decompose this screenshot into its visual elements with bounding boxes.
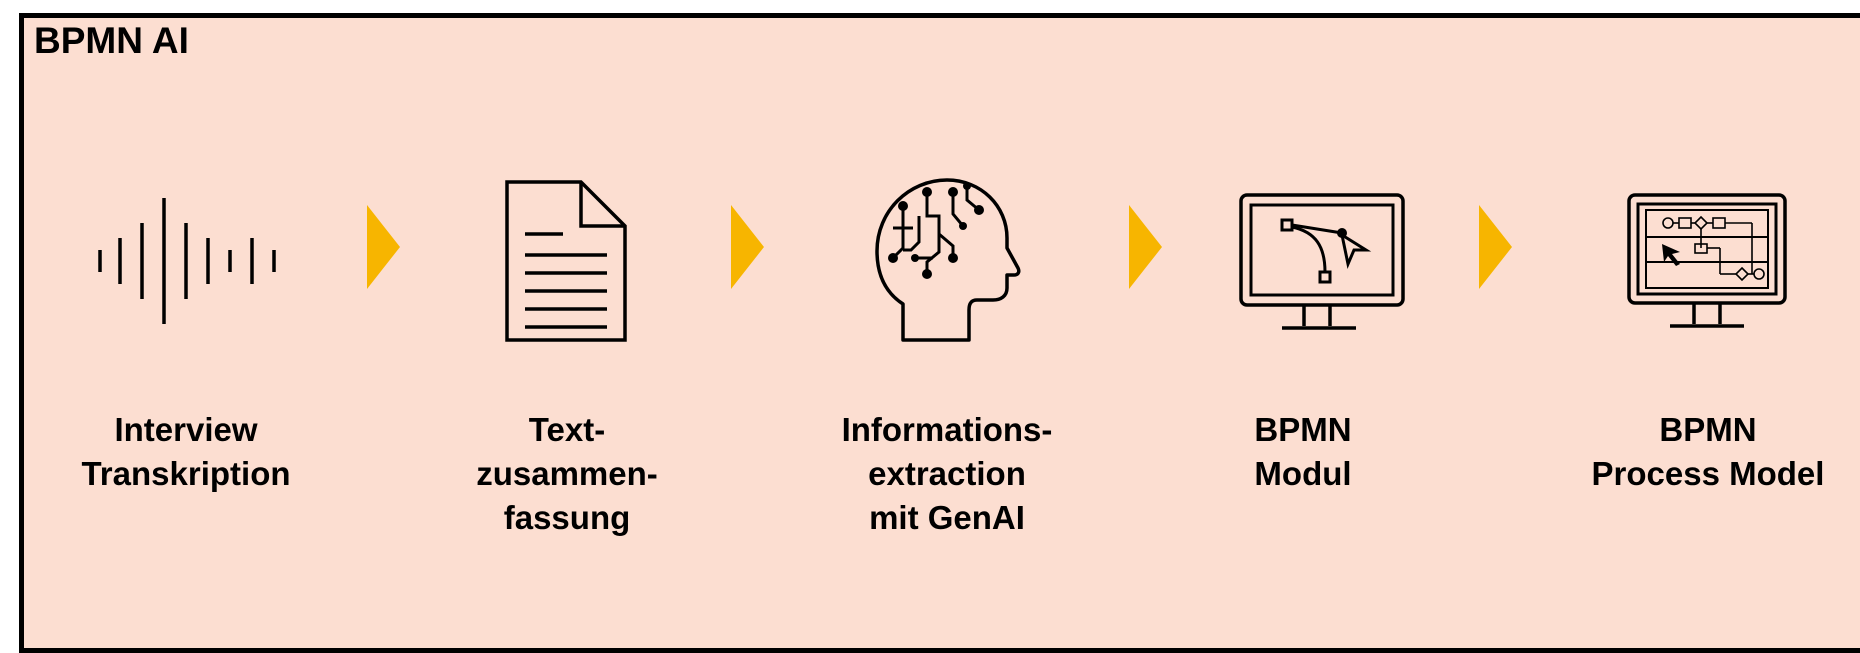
label-line: Text- [528,411,606,448]
label-line: BPMN [1254,411,1352,448]
label-line: Informations- [841,411,1053,448]
flow-arrow-4 [1479,205,1512,289]
step-label-bpmn-process-model: BPMN Process Model [1558,408,1858,496]
label-line: mit GenAI [869,499,1025,536]
step-label-bpmn-modul: BPMN Modul [1153,408,1453,496]
label-line: zusammen- [476,455,658,492]
document-icon [505,180,627,342]
diagram-frame [19,13,1860,653]
flow-arrow-3 [1129,205,1162,289]
label-line: Process Model [1591,455,1825,492]
label-line: Modul [1254,455,1352,492]
diagram-title: BPMN AI [34,20,189,61]
monitor-bezier-icon [1239,193,1405,330]
label-line: Interview [114,411,258,448]
step-label-informationsextraction: Informations- extraction mit GenAI [797,408,1097,540]
label-line: extraction [868,455,1026,492]
monitor-process-model-icon [1627,193,1787,328]
ai-head-circuit-icon [875,178,1021,342]
audio-waveform-icon [98,198,276,324]
flow-arrow-1 [367,205,400,289]
label-line: fassung [503,499,631,536]
step-label-interview-transkription: Interview Transkription [36,408,336,496]
label-line: Transkription [81,455,291,492]
label-line: BPMN [1659,411,1757,448]
step-label-textzusammenfassung: Text- zusammen- fassung [417,408,717,540]
flow-arrow-2 [731,205,764,289]
